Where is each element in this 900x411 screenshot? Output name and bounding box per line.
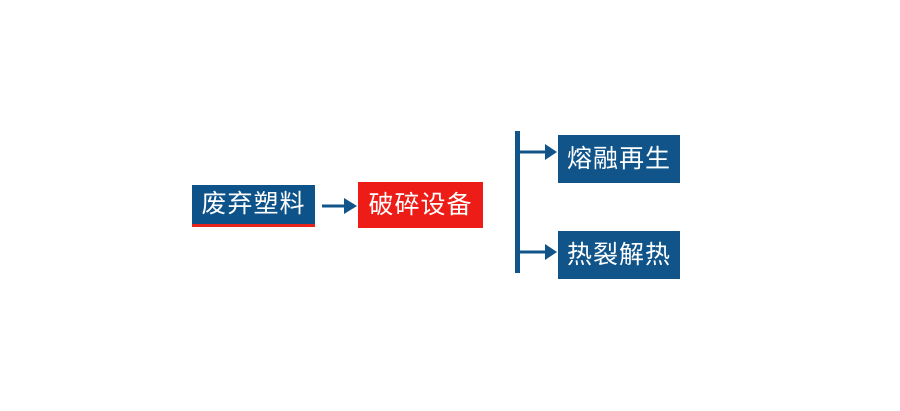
node-waste-plastic-underline bbox=[192, 224, 315, 227]
node-melt-regeneration-label: 熔融再生 bbox=[566, 143, 671, 173]
node-pyrolysis-heat-label: 热裂解热 bbox=[566, 239, 671, 269]
node-melt-regeneration[interactable]: 熔融再生 bbox=[558, 135, 680, 183]
node-crushing-equipment[interactable]: 破碎设备 bbox=[358, 182, 483, 228]
node-crushing-equipment-label: 破碎设备 bbox=[368, 189, 473, 219]
split-bracket-arrows-icon bbox=[505, 124, 561, 280]
node-pyrolysis-heat[interactable]: 热裂解热 bbox=[558, 231, 680, 279]
arrow-right-icon bbox=[320, 190, 360, 222]
node-waste-plastic[interactable]: 废弃塑料 bbox=[192, 185, 315, 224]
node-waste-plastic-label: 废弃塑料 bbox=[201, 189, 306, 218]
